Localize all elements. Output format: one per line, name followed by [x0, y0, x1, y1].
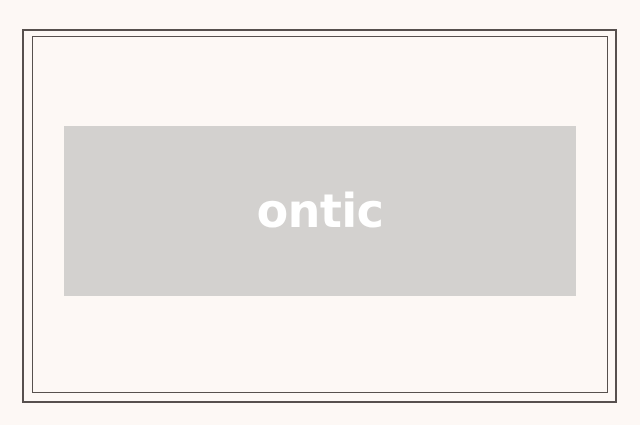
- image-placeholder: ontic: [64, 126, 576, 296]
- ontic-wordmark: ontic: [256, 184, 384, 238]
- outer-frame-border: ontic: [22, 29, 617, 403]
- inner-frame-border: ontic: [32, 36, 608, 393]
- panel-content-area: ontic: [33, 37, 607, 392]
